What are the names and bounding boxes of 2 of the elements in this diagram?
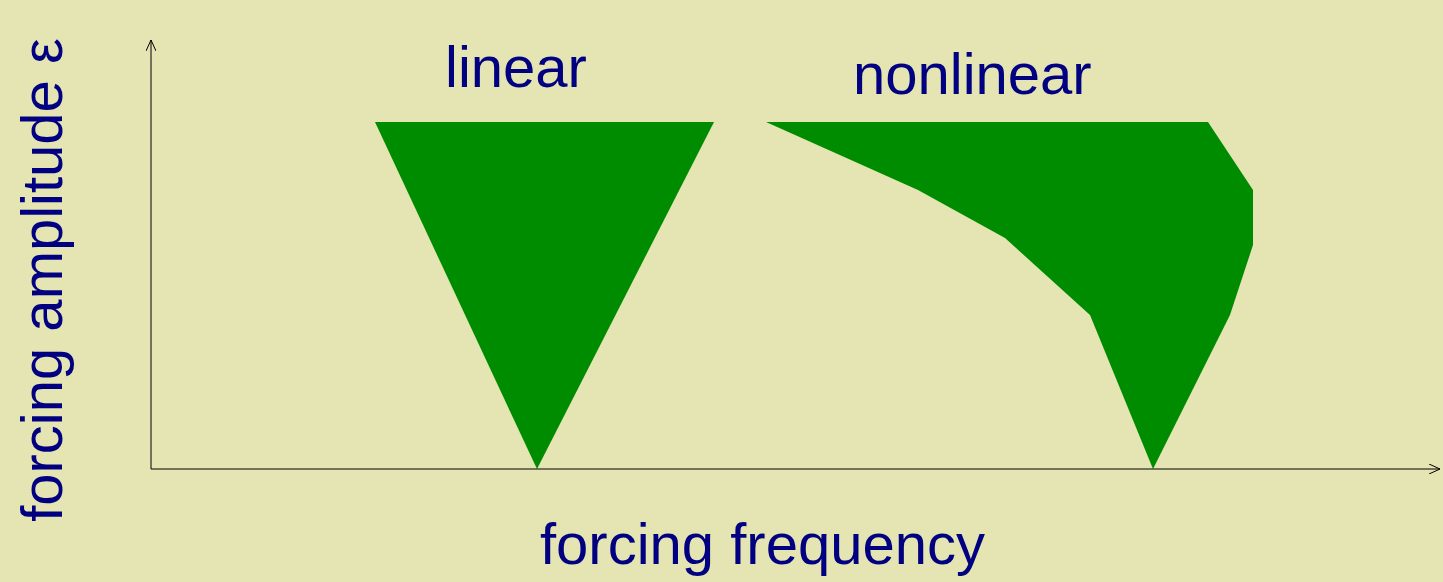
tongue-label: linear: [445, 38, 587, 96]
tongue-label: nonlinear: [853, 45, 1092, 103]
